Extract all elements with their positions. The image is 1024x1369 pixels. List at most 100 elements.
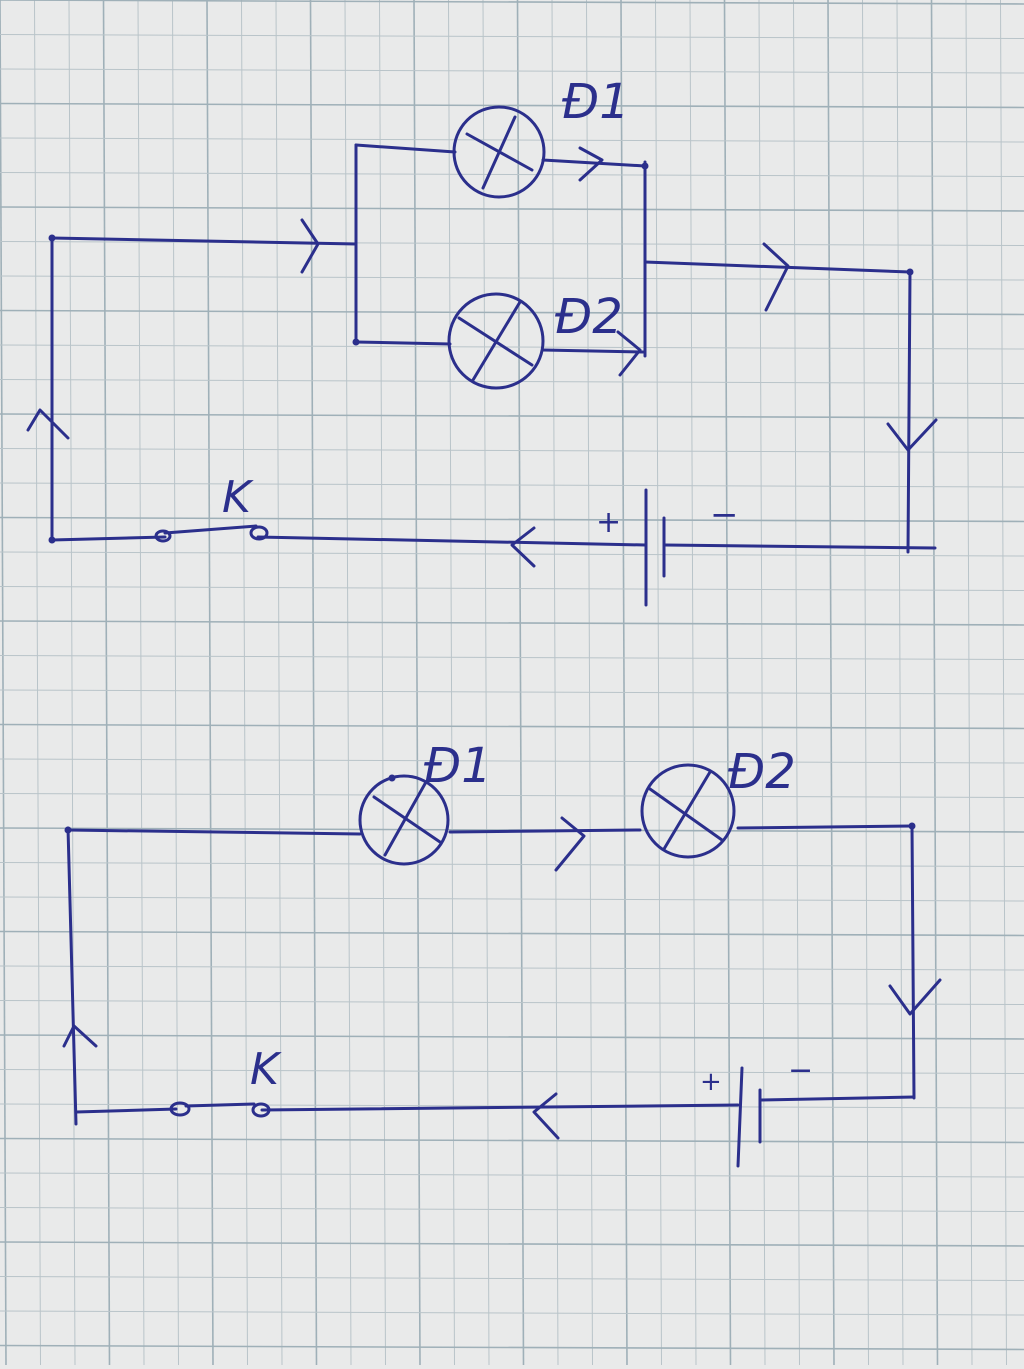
- wire-top-left: [50, 236, 358, 246]
- lamp-d2: [640, 763, 736, 859]
- grid-line-horizontal: [0, 1034, 1024, 1040]
- grid-line-vertical: [586, 0, 593, 1366]
- lamp-d1: [358, 774, 450, 866]
- grid-line-vertical: [827, 0, 835, 1366]
- grid-line-vertical: [620, 0, 628, 1366]
- arrow-left-up: [26, 408, 70, 440]
- grid-line-horizontal: [0, 758, 1024, 764]
- grid-line-horizontal: [0, 413, 1024, 419]
- grid-line-horizontal: [0, 1172, 1024, 1178]
- grid-line-vertical: [137, 0, 145, 1366]
- branch-bottom-wire-out: [541, 348, 645, 354]
- grid-line-horizontal: [0, 1207, 1024, 1212]
- grid-line-vertical: [689, 0, 697, 1366]
- grid-line-horizontal: [0, 965, 1024, 971]
- wire-right: [906, 270, 912, 554]
- grid-line-vertical: [241, 0, 248, 1366]
- arrow-top-middle: [554, 816, 586, 872]
- grid-line-horizontal: [0, 655, 1024, 660]
- branch-top-wire: [354, 143, 457, 154]
- grid-line-horizontal: [0, 379, 1024, 384]
- parallel-circuit: [26, 105, 938, 607]
- arrow-top-left: [300, 218, 320, 274]
- label-d1: Đ1: [562, 74, 630, 130]
- grid-line-horizontal: [0, 551, 1024, 557]
- grid-line-vertical: [516, 0, 525, 1366]
- grid-line-vertical: [723, 0, 732, 1366]
- label-switch-k: K: [250, 1044, 282, 1095]
- grid-line-vertical: [0, 0, 7, 1366]
- wire-bottom-right: [663, 543, 937, 550]
- grid-line-vertical: [482, 0, 490, 1366]
- grid-line-horizontal: [0, 344, 1024, 350]
- battery-plus-sign: +: [596, 505, 621, 540]
- grid-line-vertical: [862, 0, 869, 1366]
- grid-line-horizontal: [0, 102, 1024, 109]
- grid-line-horizontal: [0, 896, 1024, 902]
- lamp-d2: [447, 292, 545, 390]
- grid-line-vertical: [34, 0, 41, 1366]
- grid-line-horizontal: [0, 1241, 1024, 1247]
- grid-line-horizontal: [0, 689, 1024, 695]
- grid-line-horizontal: [0, 206, 1024, 212]
- grid-line-horizontal: [0, 1069, 1024, 1074]
- label-d2: Đ2: [555, 289, 623, 345]
- switch-k: [154, 524, 269, 543]
- wire-bottom-left: [50, 535, 647, 547]
- wire-top-right: [736, 824, 914, 830]
- current-arrows: [62, 816, 942, 1140]
- label-d1: Đ1: [424, 738, 492, 794]
- grid-line-vertical: [1000, 0, 1007, 1366]
- grid-line-horizontal: [0, 68, 1024, 74]
- grid-line-vertical: [102, 0, 111, 1366]
- battery: [736, 1066, 762, 1168]
- battery-minus-sign: −: [710, 495, 739, 535]
- grid-line-horizontal: [0, 172, 1024, 177]
- grid-line-vertical: [655, 0, 662, 1366]
- arrow-bottom: [532, 1092, 560, 1140]
- label-switch-k: K: [222, 472, 254, 523]
- grid-line-vertical: [793, 0, 800, 1366]
- branch-bottom-wire: [354, 340, 452, 346]
- grid-line-horizontal: [0, 137, 1024, 143]
- grid-line-horizontal: [0, 1137, 1024, 1144]
- junction-dots: [64, 774, 916, 834]
- grid-line-horizontal: [0, 448, 1024, 453]
- wire-top-middle: [448, 828, 642, 834]
- grid-line-vertical: [68, 0, 76, 1366]
- grid-line-vertical: [309, 0, 318, 1366]
- arrow-left-up: [62, 1024, 98, 1048]
- battery-plus-sign: +: [700, 1067, 722, 1097]
- grid-line-horizontal: [0, 862, 1024, 867]
- arrow-d1-out: [578, 146, 604, 182]
- grid-line-vertical: [275, 0, 283, 1366]
- grid-line-vertical: [930, 0, 939, 1366]
- grid-line-vertical: [448, 0, 455, 1366]
- grid-line-vertical: [896, 0, 904, 1366]
- wire-bottom-left: [74, 1103, 740, 1114]
- wire-top-left: [66, 828, 362, 836]
- arrow-bottom: [510, 526, 536, 568]
- arrow-right-down: [888, 978, 942, 1016]
- grid-line-horizontal: [0, 482, 1024, 488]
- series-circuit: [62, 763, 942, 1168]
- battery: [644, 488, 666, 607]
- grid-line-horizontal: [0, 1000, 1024, 1005]
- arrow-top-right: [762, 242, 790, 312]
- grid-line-vertical: [206, 0, 214, 1366]
- arrow-right-down: [886, 418, 938, 452]
- grid-line-vertical: [965, 0, 973, 1366]
- grid-line-vertical: [379, 0, 386, 1366]
- wire-top-right: [643, 260, 912, 274]
- grid-line-horizontal: [0, 1276, 1024, 1281]
- grid-line-vertical: [413, 0, 421, 1366]
- grid-line-vertical: [758, 0, 766, 1366]
- grid-line-vertical: [344, 0, 352, 1366]
- grid-line-horizontal: [0, 930, 1024, 937]
- grid-line-horizontal: [0, 723, 1024, 730]
- grid-line-horizontal: [0, 516, 1024, 523]
